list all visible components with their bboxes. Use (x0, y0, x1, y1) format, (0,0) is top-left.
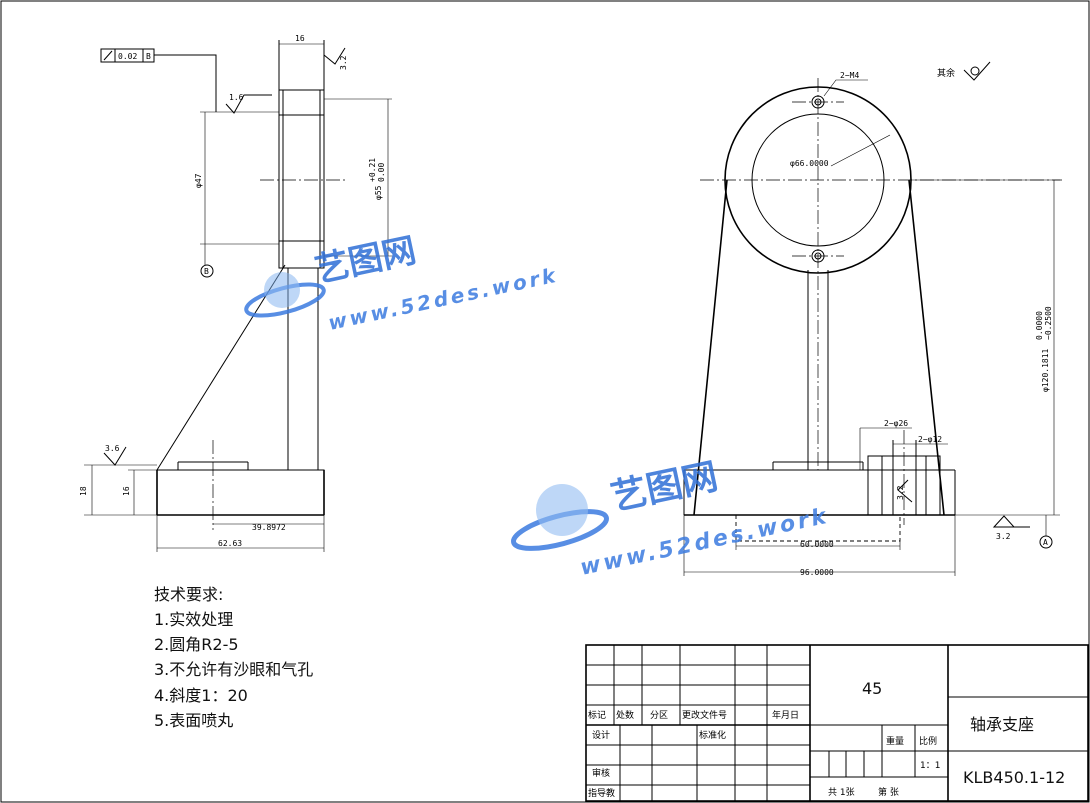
dim-60: 60.0000 (800, 540, 834, 549)
watermark-logo (510, 484, 610, 551)
dim-phi120-upper: 0.0000 (1035, 311, 1044, 340)
requirement-item: 4.斜度1：20 (154, 686, 248, 705)
tb-label-gong: 共 1张 (828, 787, 855, 798)
title-block (585, 644, 1089, 802)
tb-label-fenqu: 分区 (650, 710, 668, 721)
tb-label-di: 第 张 (878, 786, 899, 798)
dim-39-8972: 39.8972 (252, 523, 286, 532)
tb-label-shenhe: 审核 (592, 767, 610, 779)
right-front-view (683, 61, 1062, 576)
datum-a-label: A (1043, 538, 1048, 547)
requirement-item: 3.不允许有沙眼和气孔 (154, 660, 313, 679)
technical-requirements: 技术要求: 1.实效处理 2.圆角R2-5 3.不允许有沙眼和气孔 4.斜度1：… (154, 585, 313, 730)
dim-96: 96.0000 (800, 568, 834, 577)
label-qiyu: 其余 (937, 67, 955, 79)
dim-phi120: φ120.1811 (1041, 348, 1050, 392)
tb-scale: 1：1 (920, 761, 940, 771)
tb-label-bili: 比例 (919, 735, 937, 747)
left-section-view (84, 40, 392, 552)
geo-tol-value: 0.02 (118, 52, 137, 61)
roughness-1-6: 1.6 (229, 93, 244, 102)
dim-phi55: φ55 (374, 185, 383, 200)
label-2-phi26: 2−φ26 (884, 419, 908, 428)
requirement-item: 2.圆角R2-5 (154, 635, 239, 654)
tb-label-nianyueri: 年月日 (772, 709, 799, 721)
watermark-brand: 艺图网 (607, 456, 721, 519)
tb-material: 45 (862, 679, 882, 698)
tb-drawing-number: KLB450.1-12 (963, 768, 1065, 787)
dim-16-base: 16 (122, 486, 131, 496)
requirement-item: 1.实效处理 (154, 610, 233, 629)
watermark-logo (244, 272, 326, 318)
dim-phi47: φ47 (194, 173, 203, 188)
tb-label-zhidao: 指导教 (588, 787, 615, 799)
roughness-base-3-2: 3.2 (996, 532, 1011, 541)
tb-label-zhongliang: 重量 (886, 735, 904, 747)
dim-62-63: 62.63 (218, 539, 242, 548)
label-2-phi12: 2−φ12 (918, 435, 942, 444)
requirement-item: 5.表面喷丸 (154, 711, 233, 730)
dim-18: 18 (79, 486, 88, 496)
dim-16-top: 16 (295, 34, 305, 43)
geo-tol-datum: B (146, 52, 151, 61)
roughness-3-6: 3.6 (105, 444, 120, 453)
tb-part-name: 轴承支座 (970, 715, 1034, 734)
tb-label-chushu: 处数 (616, 709, 634, 721)
tb-label-biaoji: 标记 (588, 709, 606, 721)
dim-phi55-upper: +0.21 (368, 158, 377, 182)
dim-phi120-lower: −0.2500 (1044, 306, 1053, 340)
dim-phi55-lower: 0.00 (377, 163, 386, 182)
label-phi66: φ66.0000 (790, 159, 829, 168)
label-2-m4: 2−M4 (840, 71, 859, 80)
tb-label-biaozhunhua: 标准化 (699, 729, 726, 741)
roughness-side-3-2: 3.2 (896, 485, 905, 500)
tb-label-genggai: 更改文件号 (682, 709, 727, 721)
tb-label-sheji: 设计 (592, 729, 610, 741)
requirements-title: 技术要求: (154, 585, 223, 604)
datum-b-label: B (204, 267, 209, 276)
roughness-3-2-top: 3.2 (339, 55, 348, 70)
watermark-brand: 艺图网 (312, 230, 420, 290)
